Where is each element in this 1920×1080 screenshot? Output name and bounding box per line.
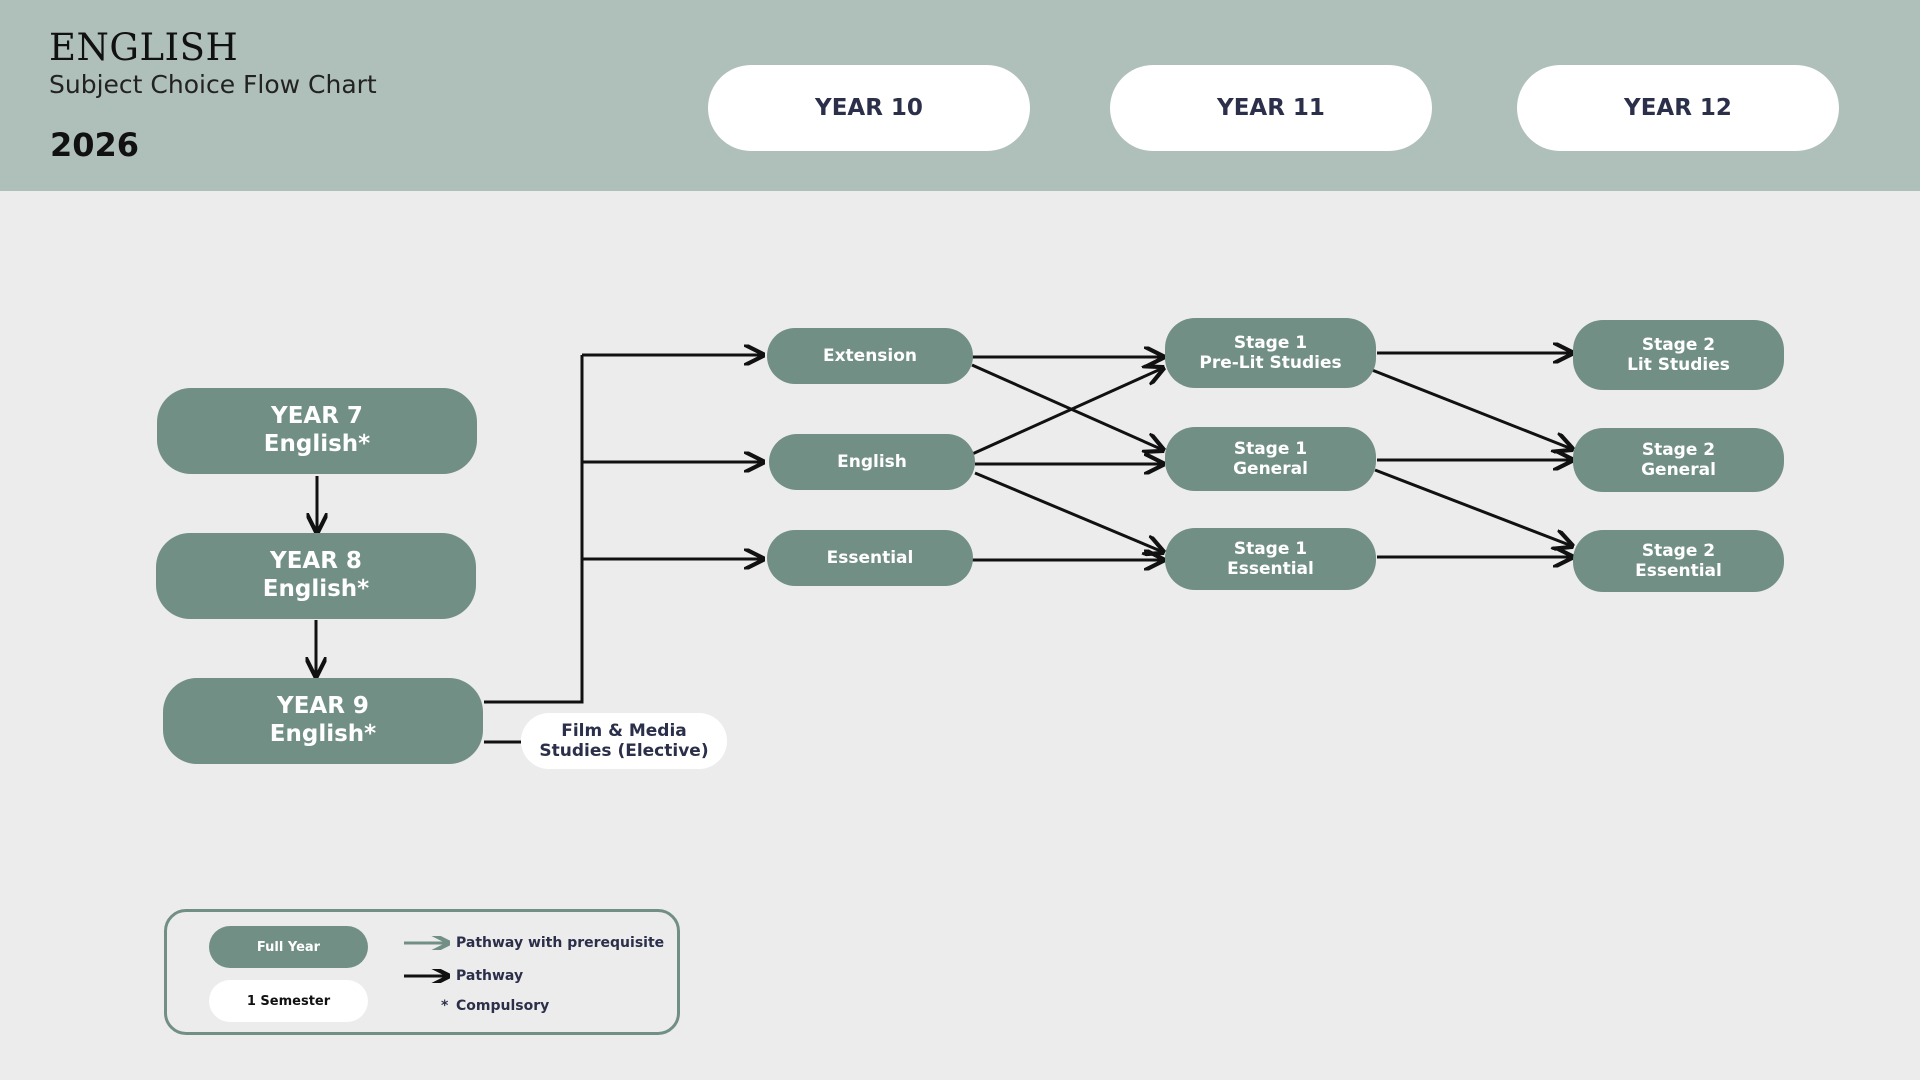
page-year: 2026 <box>50 126 140 164</box>
column-header-year10: YEAR 10 <box>708 65 1030 151</box>
page-subtitle: Subject Choice Flow Chart <box>49 70 377 99</box>
node-extension: Extension <box>767 328 973 384</box>
node-film-media: Film & Media Studies (Elective) <box>521 713 727 769</box>
node-stage2-lit: Stage 2 Lit Studies <box>1573 320 1784 390</box>
node-year7: YEAR 7 English* <box>157 388 477 474</box>
edge-s1prelit-s2general <box>1371 368 1572 449</box>
node-stage2-essential: Stage 2 Essential <box>1573 530 1784 592</box>
node-english: English <box>769 434 975 490</box>
node-stage1-prelit: Stage 1 Pre-Lit Studies <box>1165 318 1376 388</box>
node-essential: Essential <box>767 530 973 586</box>
legend-pathway-arrow-icon <box>404 969 452 983</box>
legend: Full Year 1 Semester Pathway with prereq… <box>164 909 680 1035</box>
legend-full-year-swatch: Full Year <box>209 926 368 968</box>
legend-pathway-label: Pathway <box>456 968 524 984</box>
header-band: ENGLISH Subject Choice Flow Chart 2026 Y… <box>0 0 1920 191</box>
node-year8: YEAR 8 English* <box>156 533 476 619</box>
node-stage1-essential: Stage 1 Essential <box>1165 528 1376 590</box>
edge-s1general-s2essential <box>1374 468 1572 546</box>
node-stage1-general: Stage 1 General <box>1165 427 1376 491</box>
legend-compulsory-label: Compulsory <box>456 998 550 1014</box>
edge-english-s1essential <box>974 471 1163 552</box>
column-header-year12: YEAR 12 <box>1517 65 1839 151</box>
legend-compulsory-mark: * <box>441 998 449 1014</box>
column-header-year11: YEAR 11 <box>1110 65 1432 151</box>
page-title: ENGLISH <box>49 26 239 69</box>
legend-prereq-arrow-icon <box>404 936 452 950</box>
legend-prereq-label: Pathway with prerequisite <box>456 935 665 951</box>
legend-semester-swatch: 1 Semester <box>209 980 368 1022</box>
edge-english-s1prelit <box>969 368 1163 457</box>
edge-extension-s1general <box>971 363 1163 450</box>
node-stage2-general: Stage 2 General <box>1573 428 1784 492</box>
edge-year9-branch <box>484 355 584 704</box>
node-year9: YEAR 9 English* <box>163 678 483 764</box>
